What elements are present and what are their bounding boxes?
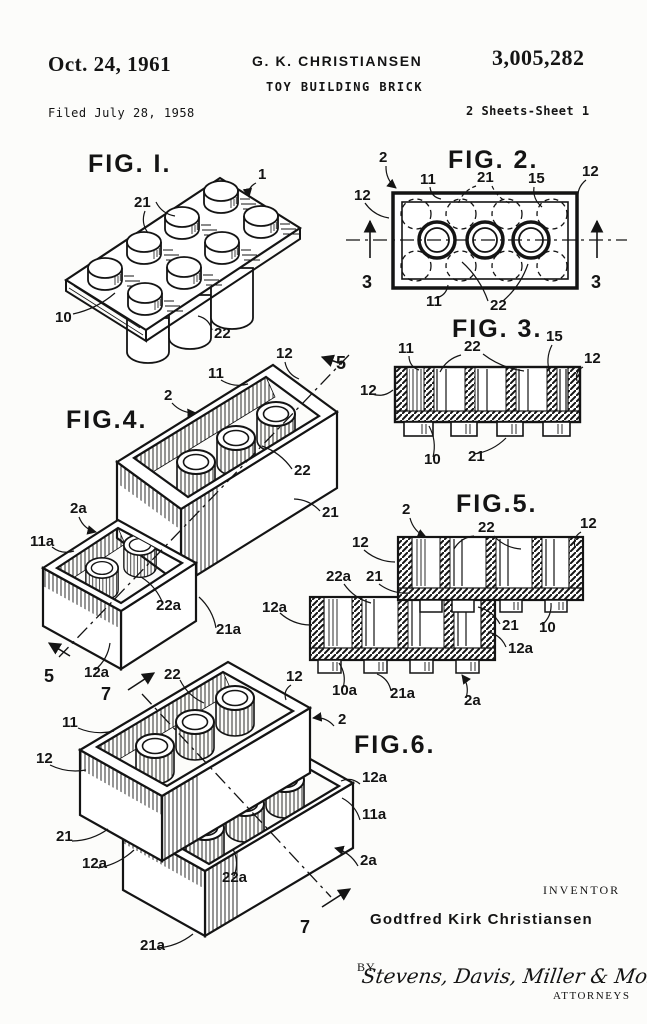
ref-numeral-22: 22	[464, 338, 481, 355]
ref-numeral-21: 21	[56, 828, 73, 845]
ref-numeral-12a: 12a	[262, 599, 288, 616]
figure-4-title: FIG.4.	[66, 406, 147, 434]
ref-numeral-10: 10	[424, 451, 441, 468]
ref-numeral-22a: 22a	[156, 597, 182, 614]
fig3-studs	[404, 422, 570, 436]
ref-numeral-22a: 22a	[222, 869, 248, 886]
ref-numeral-12: 12	[352, 534, 369, 551]
figure-6-title: FIG.6.	[354, 731, 435, 759]
ref-numeral-22: 22	[164, 666, 181, 683]
ref-numeral-12: 12	[276, 345, 293, 362]
attorneys-label: ATTORNEYS	[553, 990, 630, 1002]
leader-line	[578, 180, 586, 200]
leader-line	[313, 718, 334, 726]
figure-1-title: FIG. I.	[88, 150, 171, 178]
leader-line	[249, 183, 256, 197]
leader-line	[377, 674, 391, 691]
ref-numeral-21: 21	[366, 568, 383, 585]
wall-shading	[409, 369, 422, 411]
figure-4: FIG.4.	[30, 345, 349, 686]
ref-numeral-21a: 21a	[390, 685, 416, 702]
ref-numeral-11a: 11a	[362, 806, 387, 823]
ref-numeral-11: 11	[420, 171, 436, 188]
ref-numeral-12: 12	[354, 187, 371, 204]
ref-numeral-12: 12	[582, 163, 599, 180]
ref-numeral-7: 7	[300, 917, 310, 937]
ref-numeral-21: 21	[134, 194, 151, 211]
figure-2: FIG. 2. 21121151212112233	[346, 146, 627, 314]
ref-numeral-11a: 11a	[30, 533, 55, 550]
ref-numeral-10a: 10a	[332, 682, 358, 699]
ref-numeral-7: 7	[101, 684, 111, 704]
ref-numeral-12a: 12a	[508, 640, 534, 657]
ref-numeral-12a: 12a	[362, 769, 388, 786]
ref-numeral-11: 11	[62, 714, 78, 731]
ref-numeral-1: 1	[258, 166, 266, 183]
ref-numeral-5: 5	[44, 666, 54, 686]
ref-numeral-2a: 2a	[70, 500, 87, 517]
leader-line	[410, 518, 426, 537]
side-wall-hatch	[568, 367, 580, 411]
tube	[216, 686, 254, 736]
ref-numeral-11: 11	[208, 365, 224, 382]
ref-numeral-12: 12	[584, 350, 601, 367]
ref-numeral-11: 11	[398, 340, 414, 357]
section-arrow	[128, 673, 154, 690]
ref-numeral-21: 21	[322, 504, 339, 521]
inventor-name: Godtfred Kirk Christiansen	[370, 911, 593, 928]
upper-brick-section	[398, 537, 583, 612]
leader-line	[79, 517, 96, 532]
ref-numeral-12: 12	[286, 668, 303, 685]
figure-5: FIG.5.	[262, 490, 597, 709]
leader-line	[172, 403, 196, 413]
ref-numeral-2: 2	[164, 387, 172, 404]
ref-numeral-22: 22	[294, 462, 311, 479]
ref-numeral-10: 10	[539, 619, 556, 636]
ref-numeral-2a: 2a	[360, 852, 377, 869]
ref-numeral-15: 15	[528, 170, 545, 187]
leader-line	[72, 829, 108, 841]
ref-numeral-3: 3	[362, 272, 372, 292]
ref-numeral-12a: 12a	[82, 855, 108, 872]
leader-line	[365, 203, 389, 218]
ref-numeral-10: 10	[55, 309, 72, 326]
ref-numeral-3: 3	[591, 272, 601, 292]
ref-numeral-11: 11	[426, 293, 442, 310]
ref-numeral-21a: 21a	[140, 937, 166, 954]
tube	[176, 710, 214, 760]
ref-numeral-21: 21	[468, 448, 485, 465]
ref-numeral-12: 12	[360, 382, 377, 399]
figure-5-title: FIG.5.	[456, 490, 537, 518]
leader-line	[78, 728, 114, 733]
ref-numeral-12a: 12a	[84, 664, 110, 681]
side-wall-hatch	[395, 367, 407, 411]
attorney-signature: Stevens, Davis, Miller & Mosher	[360, 964, 647, 988]
ref-numeral-2: 2	[338, 711, 346, 728]
ref-numeral-22: 22	[490, 297, 507, 314]
leader-line	[199, 597, 216, 628]
figure-1: FIG. I. 1211022	[55, 150, 300, 363]
ref-numeral-12: 12	[580, 515, 597, 532]
figure-3: FIG. 3.	[360, 315, 601, 468]
ref-numeral-2: 2	[379, 149, 387, 166]
ref-numeral-21a: 21a	[216, 621, 242, 638]
leader-line	[386, 166, 396, 188]
ref-numeral-22: 22	[478, 519, 495, 536]
inventor-label: INVENTOR	[543, 883, 620, 898]
ref-numeral-21: 21	[502, 617, 519, 634]
ref-numeral-12: 12	[36, 750, 53, 767]
ref-numeral-22a: 22a	[326, 568, 352, 585]
leader-line	[364, 550, 395, 562]
ref-numeral-21: 21	[477, 169, 494, 186]
ref-numeral-5: 5	[336, 353, 346, 373]
ref-numeral-15: 15	[546, 328, 563, 345]
ref-numeral-2a: 2a	[464, 692, 481, 709]
ref-numeral-22: 22	[214, 325, 231, 342]
ref-numeral-2: 2	[402, 501, 410, 518]
top-plate-hatch	[395, 411, 580, 422]
